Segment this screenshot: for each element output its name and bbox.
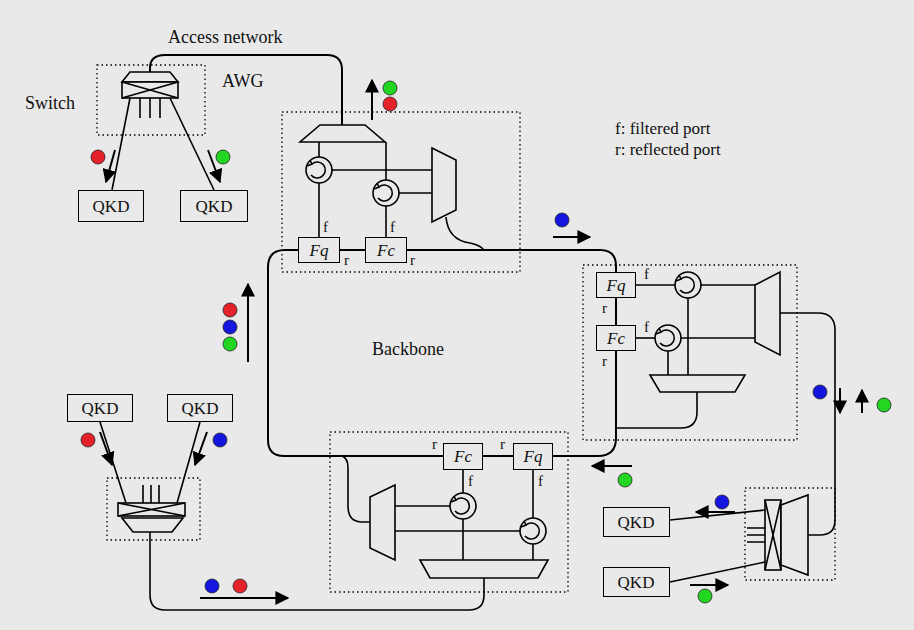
port-letter: f xyxy=(644,319,649,336)
port-letter: r xyxy=(602,353,607,370)
qkd-box: QKD xyxy=(603,507,670,537)
key-note: r: reflected port xyxy=(615,141,721,160)
port-letter: f xyxy=(538,473,543,490)
port-letter: f xyxy=(323,219,328,236)
qkd-name: QKD xyxy=(93,198,130,215)
filter-box: Fc xyxy=(596,325,636,351)
port-letter: r xyxy=(344,252,349,269)
qkd-name: QKD xyxy=(618,514,655,531)
port-letter: r xyxy=(432,436,437,453)
filter-box: Fc xyxy=(365,237,407,263)
qkd-name: QKD xyxy=(182,400,219,417)
qkd-name: QKD xyxy=(196,198,233,215)
qkd-box: QKD xyxy=(180,190,248,222)
backbone-link xyxy=(615,298,617,325)
qkd-box: QKD xyxy=(67,394,133,422)
awg-label: AWG xyxy=(222,72,264,92)
filter-name: Fc xyxy=(607,330,625,347)
port-letter: f xyxy=(468,473,473,490)
port-letter: r xyxy=(410,252,415,269)
qkd-name: QKD xyxy=(618,574,655,591)
network-label: Access network xyxy=(168,28,282,48)
qkd-box: QKD xyxy=(603,567,670,597)
switch-label: Switch xyxy=(25,94,75,114)
qkd-box: QKD xyxy=(167,394,233,422)
filter-box: Fq xyxy=(596,272,636,298)
filter-box: Fc xyxy=(443,443,483,470)
filter-name: Fc xyxy=(377,242,395,259)
filter-name: Fq xyxy=(310,242,329,259)
qkd-box: QKD xyxy=(78,190,144,222)
port-letter: r xyxy=(500,436,505,453)
port-letter: r xyxy=(602,300,607,317)
backbone-link xyxy=(340,249,365,251)
qkd-name: QKD xyxy=(82,400,119,417)
region-label: Backbone xyxy=(372,340,444,360)
filter-name: Fc xyxy=(454,448,472,465)
filter-name: Fq xyxy=(607,277,626,294)
backbone-link xyxy=(483,455,513,457)
port-letter: f xyxy=(390,219,395,236)
filter-box: Fq xyxy=(513,443,553,470)
key-note: f: filtered port xyxy=(615,120,710,139)
port-letter: f xyxy=(644,266,649,283)
filter-box: Fq xyxy=(298,237,340,263)
filter-name: Fq xyxy=(524,448,543,465)
